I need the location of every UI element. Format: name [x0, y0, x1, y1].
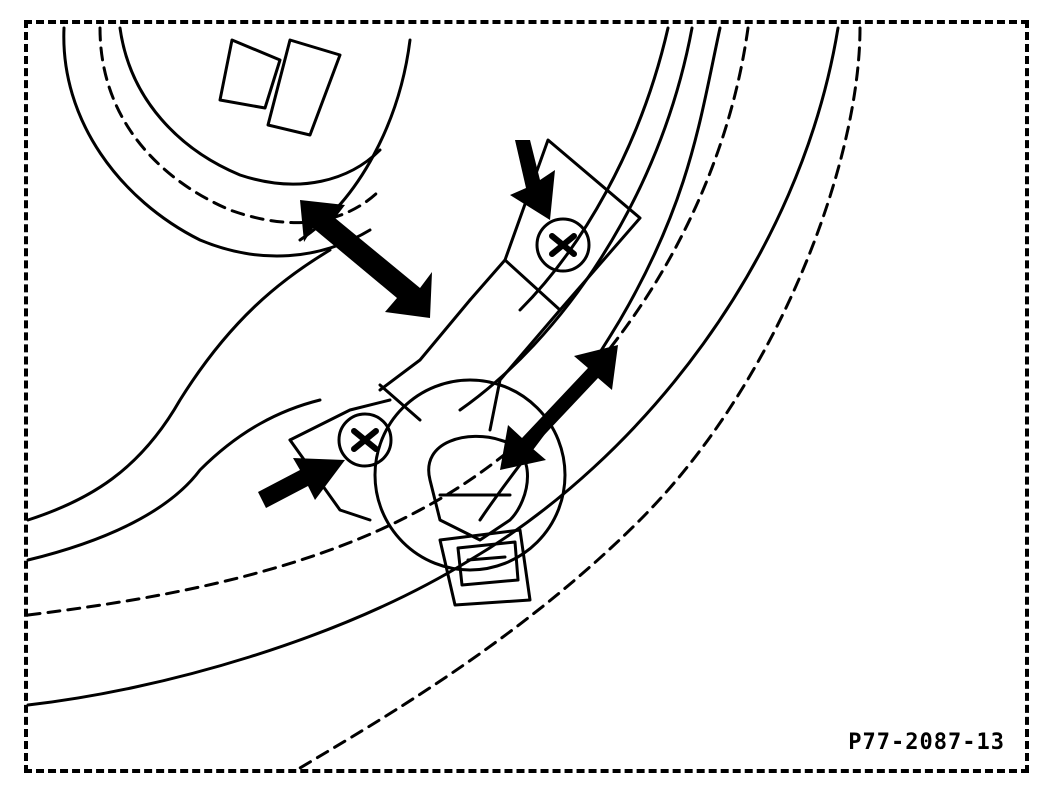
- mounting-bracket: [288, 138, 642, 522]
- figure-code: P77-2087-13: [848, 730, 1005, 755]
- double-arrow-icon: [500, 345, 618, 470]
- single-arrow-icon: [510, 140, 555, 220]
- phillips-screw-icon: [535, 217, 591, 273]
- dashed-figure-border: [24, 20, 1029, 773]
- housing-outline: [26, 26, 862, 770]
- phillips-screw-icon: [337, 412, 393, 468]
- double-arrow-icon: [300, 200, 432, 318]
- single-arrow-icon: [258, 458, 345, 508]
- bulb-socket: [373, 378, 567, 607]
- lens-pocket: [62, 26, 412, 258]
